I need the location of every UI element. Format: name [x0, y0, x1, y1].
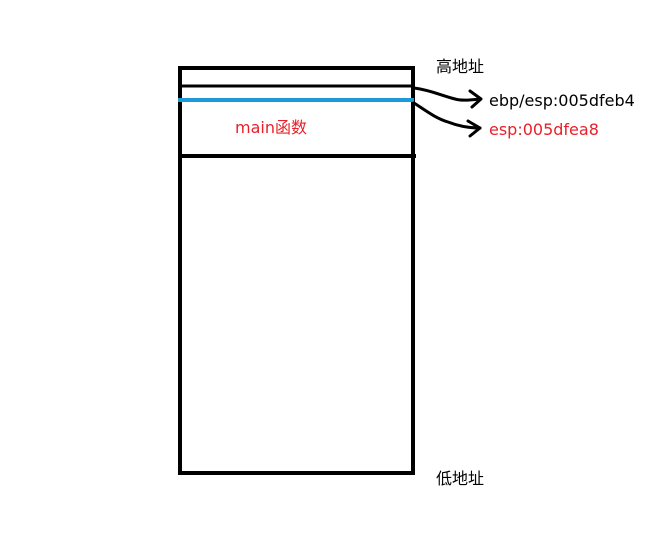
- low-address-label: 低地址: [436, 469, 485, 488]
- esp-arrow-head: [466, 119, 482, 138]
- esp-arrow: [412, 101, 482, 130]
- high-address-label: 高地址: [436, 57, 485, 76]
- stack-outline: [178, 66, 415, 475]
- ebp-esp-arrow: [412, 86, 482, 102]
- main-frame-label: main函数: [235, 118, 307, 137]
- ebp-esp-label: ebp/esp:005dfeb4: [489, 91, 635, 110]
- ebp-esp-arrow-head: [468, 89, 483, 109]
- esp-label: esp:005dfea8: [489, 120, 599, 139]
